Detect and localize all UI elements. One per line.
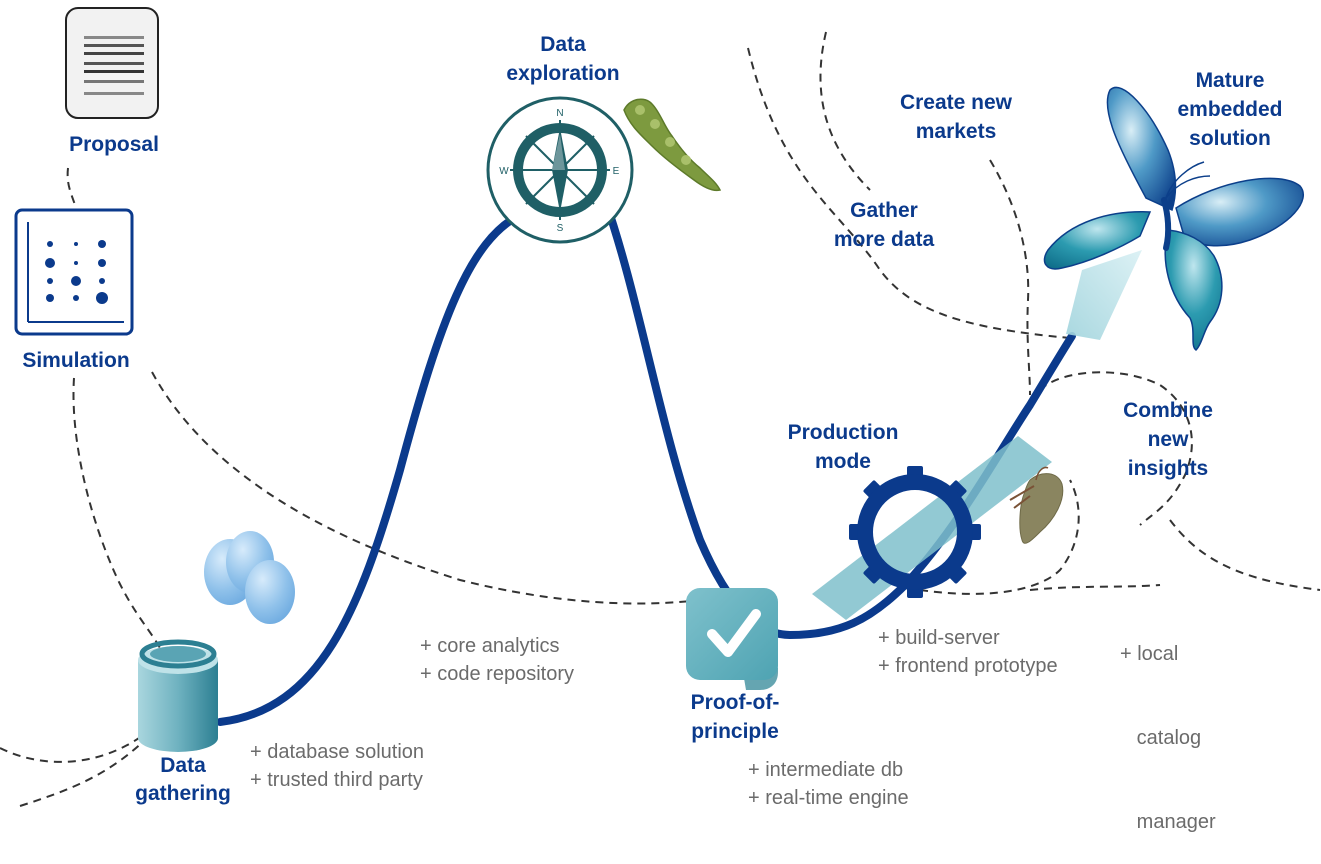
feature-item: + build-server [878, 627, 1000, 649]
feature-item: catalog [1120, 727, 1202, 749]
eggs-icon [204, 531, 295, 624]
checkmark-icon [686, 588, 778, 690]
label-combine-new-insights: Combine new insights [1123, 399, 1213, 480]
features-data-gathering: + database solution + trusted third part… [250, 738, 424, 794]
dash-simulation-gathering [72, 377, 161, 649]
database-icon [138, 639, 218, 752]
feature-item: + code repository [420, 663, 574, 685]
feature-item: + local [1120, 643, 1179, 665]
features-production-mode: + build-server + frontend prototype [878, 624, 1058, 680]
dash-gathering-bottom-a [0, 729, 151, 763]
label-mature-embedded-solution: Mature embedded solution [1177, 69, 1283, 150]
butterfly-beam [1066, 250, 1142, 340]
scatter-plot-icon [14, 208, 134, 336]
features-proof-of-principle: + intermediate db + real-time engine [748, 756, 909, 812]
dash-outer-3 [989, 159, 1031, 396]
dash-gathering-bottom-b [19, 734, 151, 807]
feature-item: + trusted third party [250, 769, 423, 791]
feature-item: + real-time engine [748, 787, 909, 809]
dashed-connectors [0, 31, 1321, 807]
feature-item: + core analytics [420, 635, 560, 657]
label-data-exploration: Data exploration [506, 33, 620, 85]
label-proof-of-principle: Proof-of- principle [690, 691, 780, 743]
label-create-new-markets: Create new markets [899, 91, 1013, 143]
feature-item: + intermediate db [748, 759, 904, 781]
lifecycle-diagram: N S E W [0, 7, 1321, 807]
compass-n: N [556, 108, 563, 119]
dash-outer-2 [819, 31, 871, 191]
label-simulation: Simulation [22, 349, 130, 372]
features-data-exploration: + core analytics + code repository [420, 632, 574, 688]
compass-e: E [613, 166, 620, 177]
dash-simulation-principle [151, 371, 701, 605]
label-data-gathering: Data gathering [135, 754, 231, 805]
lifecycle-curve [216, 196, 1076, 726]
dash-outer-1 [747, 47, 1071, 339]
feature-item: + frontend prototype [878, 655, 1058, 677]
compass-w: W [499, 166, 509, 177]
caterpillar-icon [623, 98, 722, 192]
features-combine-new-insights: + local catalog manager [1120, 584, 1216, 864]
feature-item: + database solution [250, 741, 425, 763]
dash-to-bottom-right [1029, 584, 1161, 591]
gear-icon [849, 466, 981, 598]
dash-gear-loop [919, 479, 1080, 595]
label-production-mode: Production mode [787, 421, 899, 473]
label-gather-more-data: Gather more data [833, 199, 935, 251]
label-proposal: Proposal [69, 133, 159, 156]
moth-icon [1009, 466, 1064, 544]
feature-item: manager [1120, 811, 1216, 833]
dash-insights-loop [1039, 371, 1193, 526]
document-icon [65, 7, 159, 119]
butterfly-icon [1043, 86, 1304, 351]
compass-icon: N S E W [486, 96, 634, 244]
dash-insights-tail [1169, 519, 1321, 591]
compass-s: S [557, 223, 564, 234]
dash-proposal-simulation [66, 167, 77, 209]
